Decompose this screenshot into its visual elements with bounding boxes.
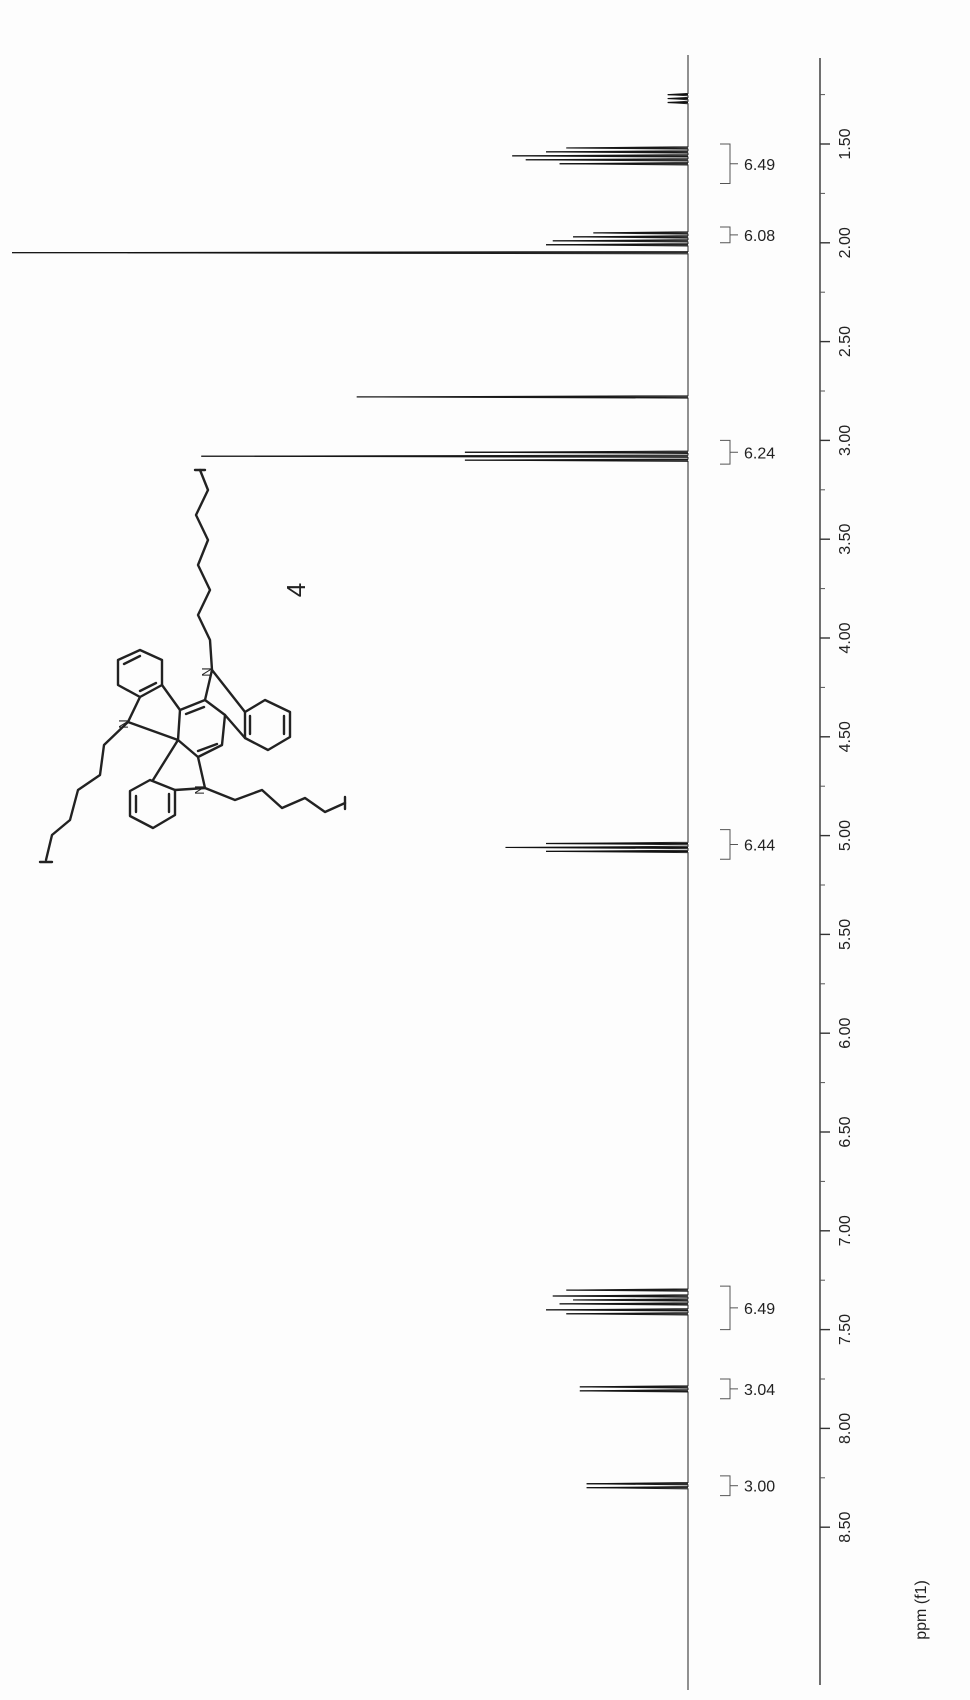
tick-label: 8.50 [837, 1512, 854, 1543]
tick-label: 3.50 [837, 524, 854, 555]
integral-value: 6.44 [744, 837, 775, 854]
ppm-axis: 1.50 2.00 2.50 3.00 3.50 4.00 4.50 5.00 5.50 6.00… [819, 58, 854, 1685]
tick-label: 5.50 [837, 919, 854, 950]
molecule-structure [38, 468, 347, 864]
integral-value: 6.08 [744, 228, 775, 245]
integral-value: 6.49 [744, 1301, 775, 1318]
tick-label: 2.00 [837, 227, 854, 258]
integral-bracket [720, 1285, 731, 1331]
integral-value: 6.24 [744, 445, 775, 462]
spectrum-line [11, 55, 689, 1690]
atom-label-n-left: N [116, 719, 131, 728]
tick-label: 2.50 [837, 326, 854, 357]
integral-value: 3.00 [744, 1479, 775, 1496]
integral-bracket [720, 226, 731, 244]
spectrum-trace [11, 55, 689, 1690]
x-axis-title: ppm (f1) [913, 1580, 930, 1640]
integral-value: 3.04 [744, 1382, 775, 1399]
tick-label: 4.50 [837, 721, 854, 752]
tick-label: 8.00 [837, 1413, 854, 1444]
compound-label: 4 [281, 583, 311, 597]
tick-label: 4.00 [837, 622, 854, 653]
tick-label: 7.00 [837, 1215, 854, 1246]
tick-label: 7.50 [837, 1314, 854, 1345]
integral-bracket [720, 829, 731, 860]
integral-bracket [720, 143, 731, 185]
integral-regions: 6.49 6.08 6.24 6.44 6.49 3.04 3.00 [720, 143, 775, 1497]
atom-label-n-top: N [199, 667, 214, 676]
tick-label: 1.50 [837, 128, 854, 159]
integral-bracket [720, 439, 731, 465]
tick-label: 6.50 [837, 1116, 854, 1147]
pentyl-chain-right [203, 786, 347, 814]
tick-label: 5.00 [837, 820, 854, 851]
pentyl-chain-top [194, 468, 214, 672]
tick-label: 3.00 [837, 425, 854, 456]
integral-value: 6.49 [744, 157, 775, 174]
atom-label-n-bottom: N [192, 785, 207, 794]
pentyl-chain-left [44, 720, 130, 862]
integral-bracket [720, 1475, 731, 1497]
integral-bracket [720, 1378, 731, 1400]
tick-label: 6.00 [837, 1018, 854, 1049]
